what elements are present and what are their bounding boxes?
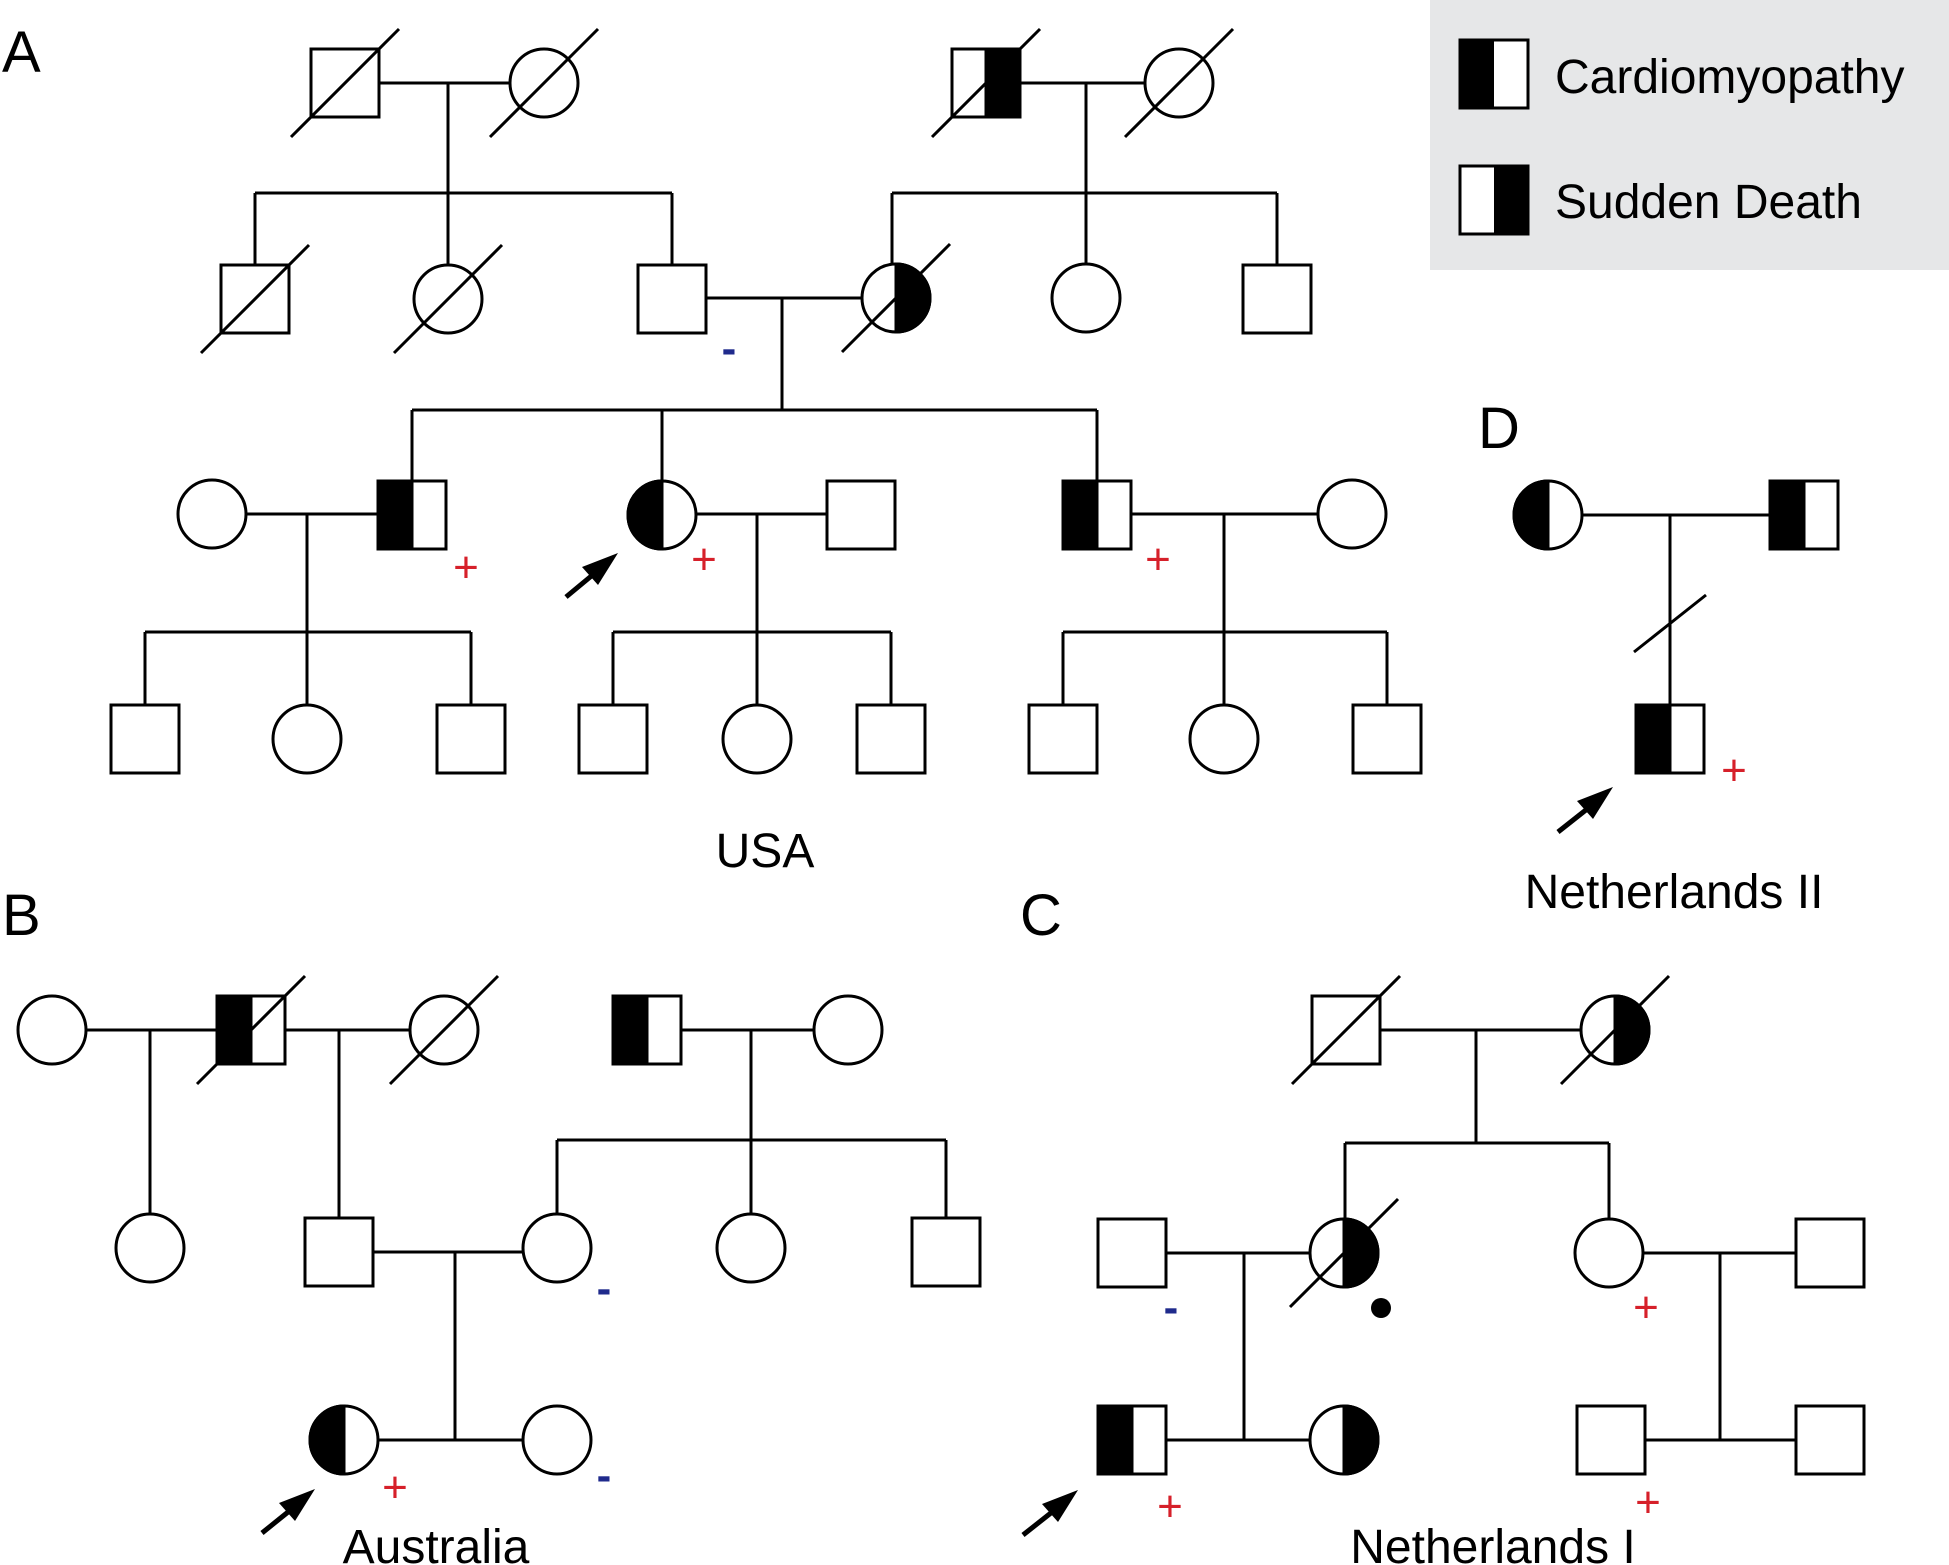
panel-b-label: B	[2, 883, 41, 948]
b-maternal-grandmother	[812, 994, 884, 1066]
d-proband	[1634, 703, 1706, 775]
a-child-9	[1351, 703, 1423, 775]
legend-sudden-death-symbol	[1458, 164, 1530, 236]
panel-c-country: Netherlands I	[1350, 1521, 1636, 1565]
c-aunt-positive-marker: +	[1633, 1283, 1659, 1332]
c-mother-sudden-death	[1288, 1197, 1400, 1309]
a-child-3	[435, 703, 507, 775]
c-cousin-positive-marker: +	[1635, 1478, 1661, 1527]
d-proband-arrow	[1556, 787, 1613, 834]
c-autopsy-dot	[1371, 1298, 1391, 1318]
panel-a-country: USA	[716, 825, 815, 878]
a-maternal-grandfather	[930, 27, 1042, 139]
c-proband-positive-marker: +	[1157, 1482, 1183, 1531]
a-brother2-affected	[1061, 479, 1133, 551]
a-paternal-grandmother	[488, 27, 600, 139]
a-child-7	[1027, 703, 1099, 775]
a-child-4	[577, 703, 649, 775]
c-father-negative-marker: -	[1164, 1283, 1179, 1332]
d-adoption-slash	[1633, 593, 1707, 654]
a-child-8	[1188, 703, 1260, 775]
panel-b-pedigree	[16, 974, 982, 1535]
c-proband	[1096, 1404, 1168, 1476]
c-aunt	[1573, 1217, 1645, 1289]
panel-a-pedigree	[109, 27, 1423, 775]
c-aunt-spouse	[1794, 1217, 1866, 1289]
c-proband-arrow	[1021, 1490, 1078, 1537]
a-brother2-spouse	[1316, 478, 1388, 550]
panel-c-label: C	[1020, 883, 1062, 948]
a-proband	[626, 479, 698, 551]
legend-cardiomyopathy-symbol	[1458, 38, 1530, 110]
c-grandmother-sudden-death	[1559, 974, 1671, 1086]
b-mother-negative-marker: -	[597, 1264, 612, 1313]
a-child-2	[271, 703, 343, 775]
c-cousin	[1575, 1404, 1647, 1476]
b-grandfather-affected	[195, 974, 307, 1086]
c-grandfather-deceased	[1290, 974, 1402, 1086]
b-mother	[521, 1212, 593, 1284]
legend-box: Cardiomyopathy Sudden Death	[1430, 0, 1949, 270]
d-mother-affected	[1512, 479, 1584, 551]
b-half-aunt	[114, 1212, 186, 1284]
panel-d-pedigree	[1512, 479, 1840, 834]
d-proband-positive-marker: +	[1721, 746, 1747, 795]
panel-b-country: Australia	[343, 1521, 530, 1565]
a-proband-spouse	[825, 479, 897, 551]
b-proband-positive-marker: +	[382, 1463, 408, 1512]
a-brother1-spouse	[176, 478, 248, 550]
b-sister	[521, 1404, 593, 1476]
panel-c-pedigree	[1021, 974, 1866, 1537]
panel-d-country: Netherlands II	[1525, 866, 1824, 919]
a-maternal-grandmother	[1123, 27, 1235, 139]
a-paternal-grandfather	[289, 27, 401, 139]
panel-a-label: A	[2, 20, 41, 85]
c-sister-sudden-death	[1308, 1404, 1380, 1476]
b-grandmother-deceased	[388, 974, 500, 1086]
a-maternal-aunt	[1050, 262, 1122, 334]
a-maternal-uncle	[1241, 263, 1313, 335]
b-father	[303, 1216, 375, 1288]
a-aunt-deceased	[392, 243, 504, 355]
b-maternal-aunt	[715, 1212, 787, 1284]
a-proband-positive-marker: +	[691, 535, 717, 584]
b-maternal-uncle	[910, 1216, 982, 1288]
b-grandfather-first-wife	[16, 994, 88, 1066]
a-father	[636, 263, 708, 335]
a-mother-sudden-death	[840, 242, 952, 354]
a-proband-arrow	[564, 553, 618, 599]
d-father-affected	[1768, 479, 1840, 551]
legend-cardiomyopathy-label: Cardiomyopathy	[1555, 51, 1905, 104]
a-brother1-affected	[376, 479, 448, 551]
panel-d-label: D	[1478, 396, 1520, 461]
b-proband	[308, 1404, 380, 1476]
a-brother2-positive-marker: +	[1145, 535, 1171, 584]
b-proband-arrow	[260, 1489, 315, 1535]
a-brother1-positive-marker: +	[453, 543, 479, 592]
a-father-negative-marker: -	[722, 324, 737, 373]
c-cousin-2	[1794, 1404, 1866, 1476]
b-sister-negative-marker: -	[597, 1451, 612, 1500]
a-uncle-deceased	[199, 243, 311, 355]
a-child-5	[721, 703, 793, 775]
b-maternal-grandfather-affected	[611, 994, 683, 1066]
c-father	[1096, 1217, 1168, 1289]
a-child-6	[855, 703, 927, 775]
a-child-1	[109, 703, 181, 775]
legend-sudden-death-label: Sudden Death	[1555, 176, 1862, 229]
